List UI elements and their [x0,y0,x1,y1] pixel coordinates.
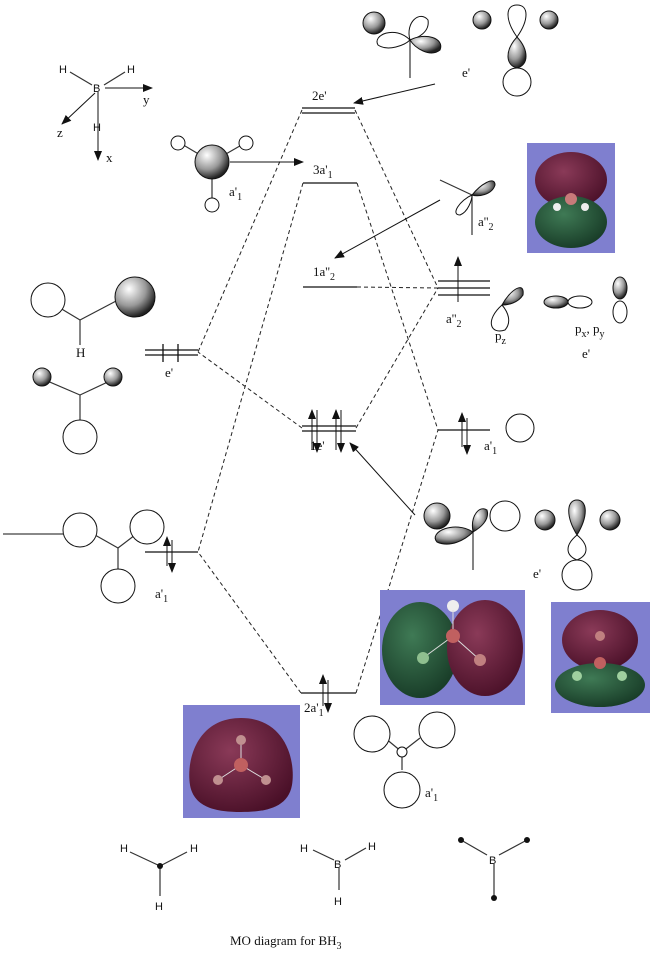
svg-text:a'1: a'1 [484,438,497,457]
boron-level-2s: a'1 [438,412,535,457]
level-label: e' [462,65,470,80]
h-label: H [127,64,135,76]
mo-level-1a2: 1a''2 [303,264,357,288]
h-label: H [76,345,85,360]
ligand-a1-cartoon [3,509,165,604]
y-axis-label: y [143,92,150,107]
ligand-e-cartoons: H [30,276,156,455]
level-label: e' [165,365,173,380]
svg-text:H: H [368,841,376,853]
svg-text:2a'1: 2a'1 [304,700,324,719]
mo-render-2a1 [183,705,300,818]
a1-boron-s-cartoon: a'1 [170,135,304,213]
svg-text:H: H [190,843,198,855]
x-axis-label: x [106,150,113,165]
svg-text:a'1: a'1 [229,184,242,203]
svg-text:pz: pz [495,328,507,347]
svg-text:px, py: px, py [575,321,605,340]
a2-double-prime-cartoon: a''2 [334,179,496,259]
boron-level-2p: a''2 [438,256,490,330]
b-label: B [93,83,100,95]
ligand-level-a1: a'1 [145,536,198,605]
svg-text:a''2: a''2 [446,311,461,330]
b-structure: B [458,837,530,901]
svg-text:3a'1: 3a'1 [313,162,333,181]
svg-text:H: H [120,843,128,855]
level-label: e' [582,346,590,361]
mo-render-a2-double-prime [527,143,615,253]
svg-text:a'1: a'1 [425,785,438,804]
level-label: 1e' [310,438,325,453]
correlation-lines [197,109,439,694]
svg-text:H: H [155,901,163,913]
z-axis-label: z [57,125,63,140]
e-prime-orbital-cartoons-top: e' [353,4,559,105]
svg-text:1a''2: 1a''2 [313,264,335,283]
svg-text:a''2: a''2 [478,214,493,233]
pz-orbital: pz [491,287,524,347]
h-label: H [59,64,67,76]
mo-level-2e: 2e' [302,88,355,114]
mo-level-2a1: 2a'1 [301,674,356,719]
ch3-structure: H H H [120,843,198,913]
mo-render-1e-b [551,602,650,713]
bh3-structure: H B H H [300,841,376,908]
svg-text:a'1: a'1 [155,586,168,605]
diagram-caption: MO diagram for BH3 [230,933,342,952]
level-label: e' [533,566,541,581]
mo-level-1e: 1e' [302,409,356,453]
bottom-a1-cartoon: a'1 [353,711,456,809]
svg-text:H: H [334,896,342,908]
ligand-level-e: e' [145,344,198,380]
h-label: H [93,122,101,134]
svg-text:H: H [300,843,308,855]
svg-text:B: B [489,855,496,867]
svg-text:B: B [334,859,341,871]
axis-frame: H H B H y z x [57,64,153,165]
mo-level-3a1: 3a'1 [303,162,357,184]
mo-render-1e-a [380,590,525,705]
level-label: 2e' [312,88,327,103]
px-py-orbitals: px, py e' [543,276,628,361]
e-prime-orbital-cartoons-lower: e' [349,442,621,591]
